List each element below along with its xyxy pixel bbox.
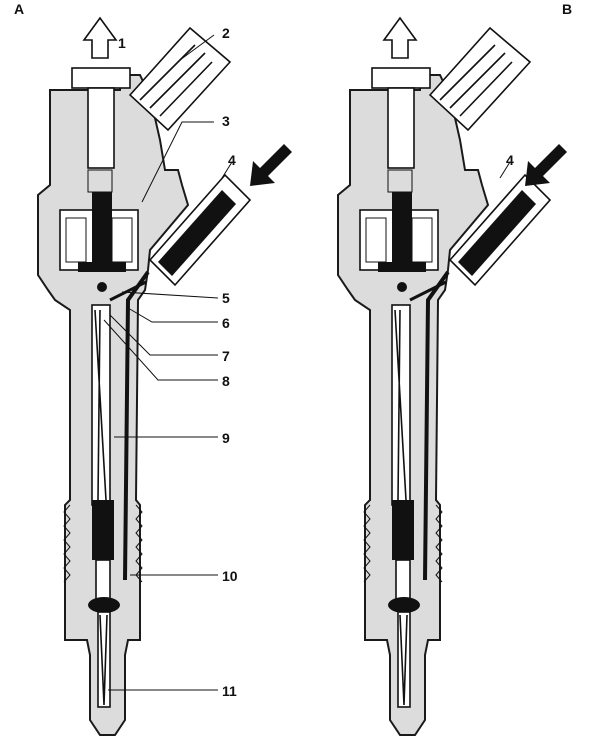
inlet-arrow-b-icon	[525, 144, 567, 186]
callout-1: 1	[118, 35, 126, 51]
callout-7: 7	[222, 348, 230, 364]
leader-lines-a	[103, 34, 233, 691]
panel-label-b: B	[562, 1, 572, 17]
return-arrow-a-icon	[82, 16, 118, 59]
panel-label-a: A	[14, 1, 24, 17]
callout-8: 8	[222, 373, 230, 389]
callout-9: 9	[222, 430, 230, 446]
return-arrow-b-icon	[382, 16, 418, 59]
callout-10: 10	[222, 568, 238, 584]
callout-3: 3	[222, 113, 230, 129]
callout-4: 4	[228, 152, 236, 168]
callout-b-4: 4	[506, 152, 514, 168]
inlet-arrow-a-icon	[250, 144, 292, 186]
callout-2: 2	[222, 25, 230, 41]
callout-11: 11	[222, 683, 237, 699]
callout-5: 5	[222, 290, 230, 306]
callout-6: 6	[222, 315, 230, 331]
injector-b	[336, 26, 552, 737]
injector-a	[36, 26, 252, 737]
leader-line-b-4	[499, 161, 511, 179]
